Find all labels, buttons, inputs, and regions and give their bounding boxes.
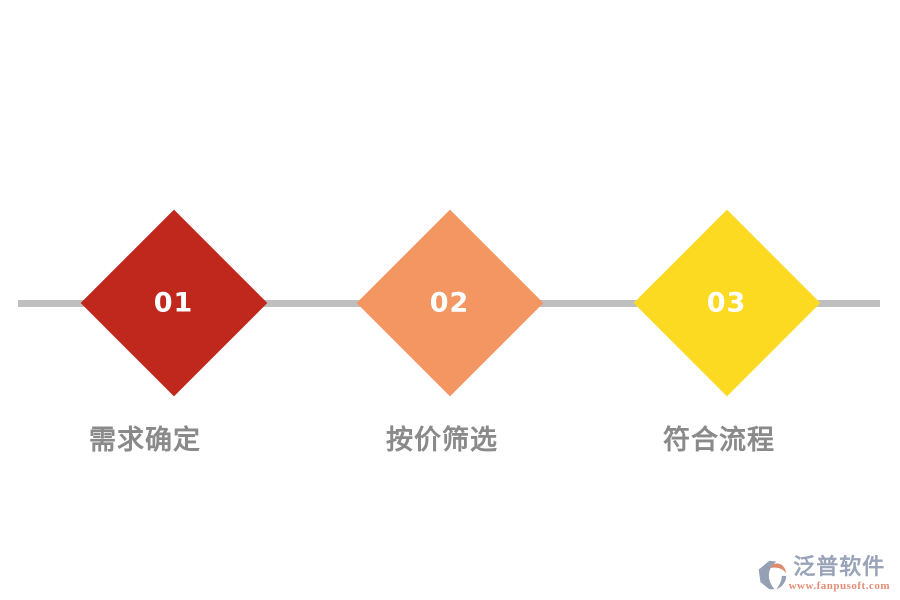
step-1-diamond: 01 [80, 209, 268, 397]
logo-mark-gray-left [758, 560, 777, 590]
step-2-diamond: 02 [356, 209, 544, 397]
vendor-watermark: 泛普软件 www.fanpusoft.com [756, 554, 890, 592]
step-2-label: 按价筛选 [386, 425, 498, 456]
step-2-number: 02 [430, 287, 470, 319]
fanpu-logo-icon [758, 560, 786, 590]
watermark-text-block: 泛普软件 www.fanpusoft.com [788, 554, 890, 592]
step-3-label: 符合流程 [663, 425, 775, 456]
logo-mark-orange-crescent [770, 563, 786, 574]
step-3-number: 03 [707, 287, 747, 319]
logo-mark-gray-right [776, 575, 786, 590]
step-1-number: 01 [154, 287, 194, 319]
watermark-url: www.fanpusoft.com [788, 580, 890, 592]
step-1-label: 需求确定 [89, 425, 201, 456]
watermark-brand-name: 泛普软件 [793, 554, 886, 580]
step-3-diamond: 03 [633, 209, 821, 397]
